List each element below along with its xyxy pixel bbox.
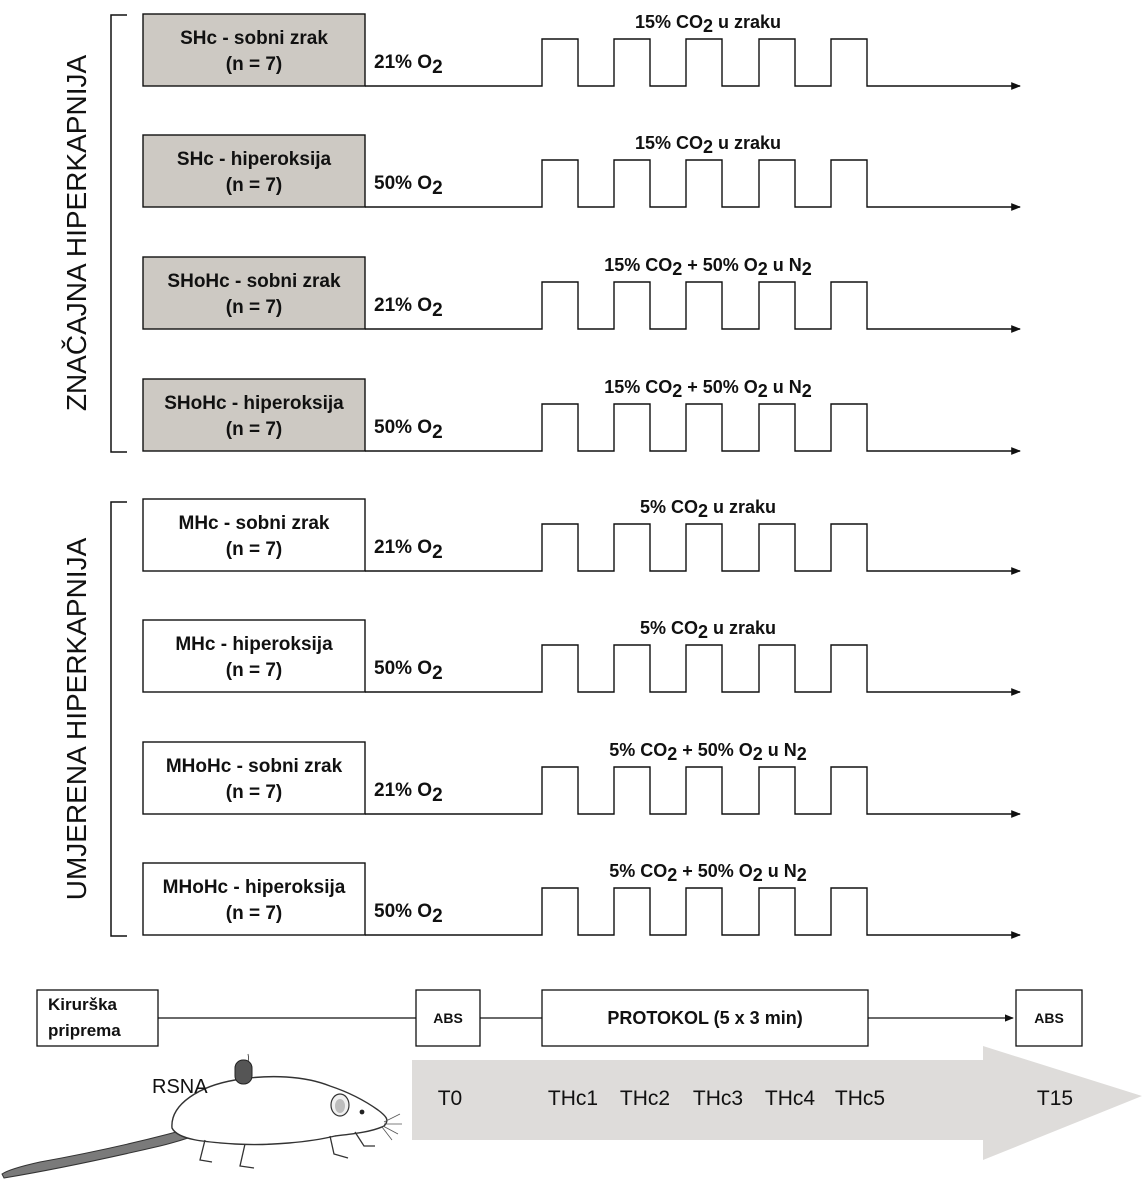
group-count: (n = 7): [226, 903, 282, 924]
baseline-o2-label: 50% O2: [374, 173, 443, 199]
abs-end-box: [1015, 989, 1083, 1047]
baseline-o2-label: 50% O2: [374, 417, 443, 443]
group-name: SHoHc - sobni zrak: [167, 271, 341, 292]
timepoint-label: T15: [1037, 1087, 1073, 1110]
gas-mixture-label: 15% CO2 + 50% O2 u N2: [604, 377, 812, 401]
group-row: SHoHc - hiperoksija (n = 7) 50% O2 15% CO2 …: [142, 377, 1021, 455]
pulse-waveform: [365, 159, 1021, 211]
group-box: [142, 498, 366, 572]
timepoint-label: THc2: [620, 1087, 670, 1110]
group-box: [142, 256, 366, 330]
group-box: [142, 378, 366, 452]
rat-leg: [354, 1131, 375, 1147]
timepoint-label: THc5: [835, 1087, 885, 1110]
surgical-prep-label: priprema: [48, 1021, 121, 1040]
rat-whiskers: [381, 1113, 402, 1141]
group-count: (n = 7): [226, 419, 282, 440]
baseline-o2-label: 21% O2: [374, 537, 443, 563]
abs-start-label: ABS: [433, 1010, 463, 1026]
rat-leg: [239, 1143, 255, 1169]
pulse-waveform: [365, 281, 1021, 333]
pulse-waveform: [365, 644, 1021, 696]
timepoint-label: THc4: [765, 1087, 815, 1110]
group-box: [142, 741, 366, 815]
timepoint-labels: T0 THc1 THc2 THc3 THc4 THc5 T15: [438, 1087, 1073, 1110]
baseline-o2-label: 21% O2: [374, 52, 443, 78]
group-box: [142, 13, 366, 87]
rat-ear-inner: [335, 1099, 345, 1113]
rat-eye: [359, 1109, 365, 1115]
group-name: MHc - hiperoksija: [175, 634, 333, 655]
group-box: [142, 862, 366, 936]
group-name: MHoHc - sobni zrak: [166, 756, 343, 777]
group-count: (n = 7): [226, 297, 282, 318]
baseline-o2-label: 50% O2: [374, 658, 443, 684]
gas-mixture-label: 15% CO2 u zraku: [635, 133, 781, 157]
group-box: [142, 619, 366, 693]
timepoint-label: THc3: [693, 1087, 743, 1110]
pulse-waveform: [365, 766, 1021, 818]
group-row: MHoHc - sobni zrak (n = 7) 21% O2 5% CO2 + …: [142, 740, 1021, 818]
timeline: Kirurška priprema ABS PROTOKOL (5 x 3 mi…: [36, 989, 1142, 1160]
group-count: (n = 7): [226, 539, 282, 560]
gas-mixture-label: 5% CO2 + 50% O2 u N2: [609, 861, 807, 885]
timepoint-label: THc1: [548, 1087, 598, 1110]
baseline-o2-label: 21% O2: [374, 780, 443, 806]
protocol-box: [541, 989, 869, 1047]
group-count: (n = 7): [226, 175, 282, 196]
rsna-label: RSNA: [152, 1076, 208, 1098]
rsna-electrode-icon: [234, 1059, 253, 1085]
group-row: SHc - sobni zrak (n = 7) 21% O2 15% CO2 u z…: [142, 12, 1021, 90]
group-count: (n = 7): [226, 782, 282, 803]
gas-mixture-label: 5% CO2 u zraku: [640, 618, 776, 642]
surgical-prep-label: Kirurška: [48, 995, 118, 1014]
group-name: MHc - sobni zrak: [179, 513, 330, 534]
section-bracket: [110, 501, 127, 937]
gas-mixture-label: 15% CO2 + 50% O2 u N2: [604, 255, 812, 279]
pulse-waveform: [365, 403, 1021, 455]
section-moderate: UMJERENA HIPERKAPNIJA: [61, 501, 127, 937]
group-count: (n = 7): [226, 660, 282, 681]
group-box: [142, 134, 366, 208]
group-name: MHoHc - hiperoksija: [163, 877, 346, 898]
group-row: MHc - sobni zrak (n = 7) 21% O2 5% CO2 u zr…: [142, 497, 1021, 575]
baseline-o2-label: 50% O2: [374, 901, 443, 927]
group-name: SHoHc - hiperoksija: [164, 393, 344, 414]
section-title: UMJERENA HIPERKAPNIJA: [61, 537, 92, 900]
group-row: MHc - hiperoksija (n = 7) 50% O2 5% CO2 u z…: [142, 618, 1021, 696]
time-arrow: [412, 1046, 1142, 1160]
group-name: SHc - sobni zrak: [180, 28, 328, 49]
protocol-label: PROTOKOL (5 x 3 min): [607, 1008, 802, 1028]
rat-leg: [199, 1139, 213, 1163]
pulse-waveform: [365, 38, 1021, 90]
group-name: SHc - hiperoksija: [177, 149, 332, 170]
rat-leg: [329, 1135, 349, 1159]
section-significant: ZNAČAJNA HIPERKAPNIJA: [61, 14, 127, 453]
group-row: SHoHc - sobni zrak (n = 7) 21% O2 15% CO2 +…: [142, 255, 1021, 333]
section-bracket: [110, 14, 127, 453]
rat-tail: [1, 1123, 211, 1179]
pulse-waveform: [365, 887, 1021, 939]
group-count: (n = 7): [226, 54, 282, 75]
surgical-prep-box: [36, 989, 159, 1047]
rat-illustration: RSNA: [1, 1053, 402, 1179]
gas-mixture-label: 5% CO2 + 50% O2 u N2: [609, 740, 807, 764]
gas-mixture-label: 15% CO2 u zraku: [635, 12, 781, 36]
abs-start-box: [415, 989, 481, 1047]
gas-mixture-label: 5% CO2 u zraku: [640, 497, 776, 521]
section-title: ZNAČAJNA HIPERKAPNIJA: [61, 55, 92, 412]
pulse-waveform: [365, 523, 1021, 575]
baseline-o2-label: 21% O2: [374, 295, 443, 321]
group-row: MHoHc - hiperoksija (n = 7) 50% O2 5% CO2 +…: [142, 861, 1021, 939]
abs-end-label: ABS: [1034, 1010, 1064, 1026]
group-row: SHc - hiperoksija (n = 7) 50% O2 15% CO2 u …: [142, 133, 1021, 211]
timepoint-label: T0: [438, 1087, 463, 1110]
